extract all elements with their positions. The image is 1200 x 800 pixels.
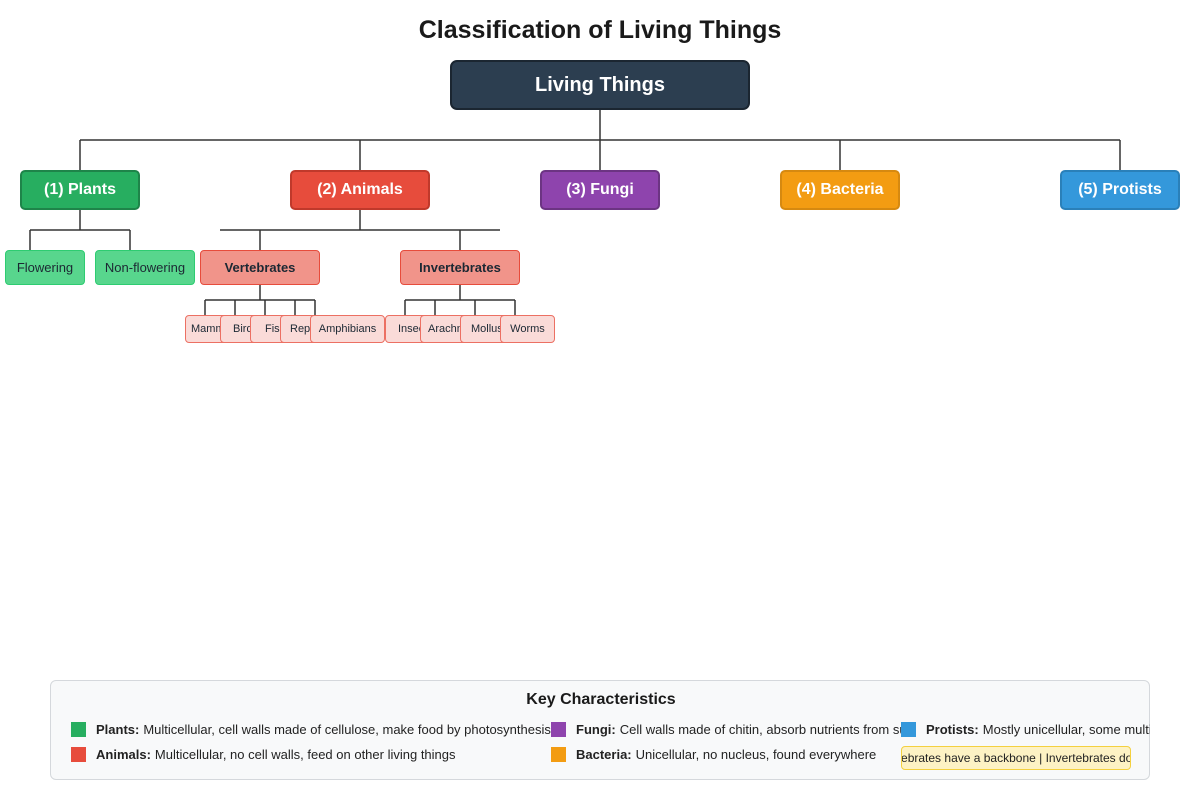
legend-swatch bbox=[551, 746, 566, 762]
legend-text: Multicellular, cell walls made of cellul… bbox=[143, 721, 551, 737]
legend-text: Unicellular, no nucleus, found everywher… bbox=[635, 746, 877, 762]
legend-item-bacteria: Bacteria: Unicellular, no nucleus, found… bbox=[551, 746, 876, 762]
kingdom-animals-node: (2) Animals bbox=[290, 170, 430, 210]
legend-name: Animals: bbox=[96, 746, 151, 762]
kingdom-protists-node: (5) Protists bbox=[1060, 170, 1180, 210]
invertebrates-node: Invertebrates bbox=[400, 250, 520, 285]
legend-name: Fungi: bbox=[576, 721, 616, 737]
kingdom-fungi-node: (3) Fungi bbox=[540, 170, 660, 210]
legend-swatch bbox=[71, 746, 86, 762]
legend-name: Protists: bbox=[926, 721, 979, 737]
root-node-living-things: Living Things bbox=[450, 60, 750, 110]
legend-text: Cell walls made of chitin, absorb nutrie… bbox=[619, 721, 901, 737]
vertebrates-node: Vertebrates bbox=[200, 250, 320, 285]
legend-item-protists: Protists: Mostly unicellular, some multi… bbox=[901, 721, 1150, 737]
legend-item-animals: Animals: Multicellular, no cell walls, f… bbox=[71, 746, 456, 762]
legend-text: Mostly unicellular, some multicellular, … bbox=[982, 721, 1150, 737]
legend-note: Vertebrates have a backbone | Invertebra… bbox=[901, 746, 1131, 770]
legend-name: Bacteria: bbox=[576, 746, 632, 762]
invertebrate-leaf-node: Worms bbox=[500, 315, 555, 343]
legend-text: Multicellular, no cell walls, feed on ot… bbox=[154, 746, 456, 762]
legend-item-fungi: Fungi: Cell walls made of chitin, absorb… bbox=[551, 721, 901, 737]
legend-swatch bbox=[551, 721, 566, 737]
legend-panel: Key Characteristics Plants: Multicellula… bbox=[50, 680, 1150, 780]
kingdom-plants-node: (1) Plants bbox=[20, 170, 140, 210]
legend-item-plants: Plants: Multicellular, cell walls made o… bbox=[71, 721, 551, 737]
legend-swatch bbox=[901, 721, 916, 737]
legend-title: Key Characteristics bbox=[526, 691, 676, 708]
plants-flowering-node: Flowering bbox=[5, 250, 85, 285]
legend-name: Plants: bbox=[96, 721, 140, 737]
kingdom-bacteria-node: (4) Bacteria bbox=[780, 170, 900, 210]
diagram-title: Classification of Living Things bbox=[418, 16, 782, 44]
plants-non-flowering-node: Non-flowering bbox=[95, 250, 195, 285]
legend-swatch bbox=[71, 721, 86, 737]
vertebrate-leaf-node: Amphibians bbox=[310, 315, 385, 343]
connector-lines bbox=[29, 110, 1121, 315]
